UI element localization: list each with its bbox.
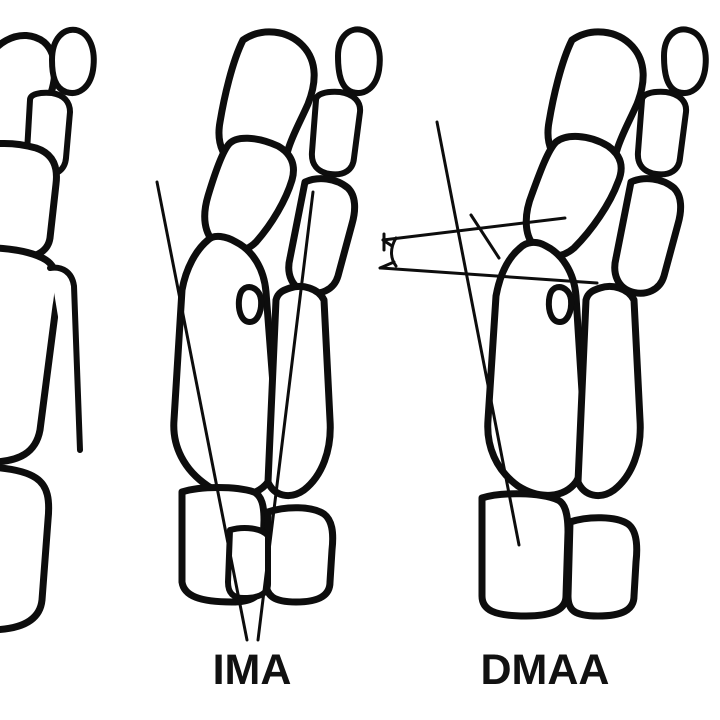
panel-left-foot xyxy=(0,26,97,634)
bone-distal-phalanx-2-dmaa xyxy=(661,26,709,96)
ima-axis-line-metatarsal-1 xyxy=(155,180,249,642)
bone-proximal-phalanx-1-left xyxy=(0,140,60,262)
dmaa-articular-surface-line xyxy=(381,216,567,242)
panel-dmaa-foot xyxy=(378,26,709,620)
bone-tarsal-inner-ima xyxy=(225,525,271,601)
ima-axis-line-metatarsal-2 xyxy=(256,190,315,642)
dmaa-articular-chord-line xyxy=(469,213,501,260)
bone-cuneiform-lateral-dmaa xyxy=(564,514,641,620)
bone-metatarsal-2-dmaa xyxy=(574,283,644,500)
bone-cuneiform-medial-dmaa xyxy=(478,490,572,620)
dmaa-perpendicular-reference-line xyxy=(379,266,599,285)
bone-distal-phalanx-2-left xyxy=(49,26,97,96)
bone-cuneiform-lateral-ima xyxy=(262,504,337,606)
dmaa-angle-arc xyxy=(390,236,398,268)
bone-proximal-phalanx-1-ima xyxy=(201,134,297,255)
bone-sesamoid-ima xyxy=(235,284,265,325)
bone-metatarsal-2-ima xyxy=(264,283,334,500)
bone-proximal-phalanx-2b-ima xyxy=(285,175,359,297)
bone-proximal-phalanx-2-ima xyxy=(308,88,364,178)
bone-proximal-phalanx-2b-dmaa xyxy=(611,175,685,297)
bone-distal-phalanx-2-ima xyxy=(335,26,383,96)
bone-metatarsal-1-ima xyxy=(170,232,281,499)
bone-sesamoid-dmaa xyxy=(545,284,575,325)
bone-cuneiform-medial-left xyxy=(0,464,53,634)
bone-metatarsal-2-left xyxy=(47,264,83,453)
dmaa-angle-vertex-bracket xyxy=(378,232,396,270)
bone-proximal-phalanx-1-dmaa xyxy=(522,133,625,260)
panel-ima-foot xyxy=(155,26,383,642)
bone-metatarsal-1-left xyxy=(0,244,62,466)
bone-proximal-phalanx-2-dmaa xyxy=(634,88,690,178)
dmaa-axis-line-metatarsal-1 xyxy=(435,120,521,547)
